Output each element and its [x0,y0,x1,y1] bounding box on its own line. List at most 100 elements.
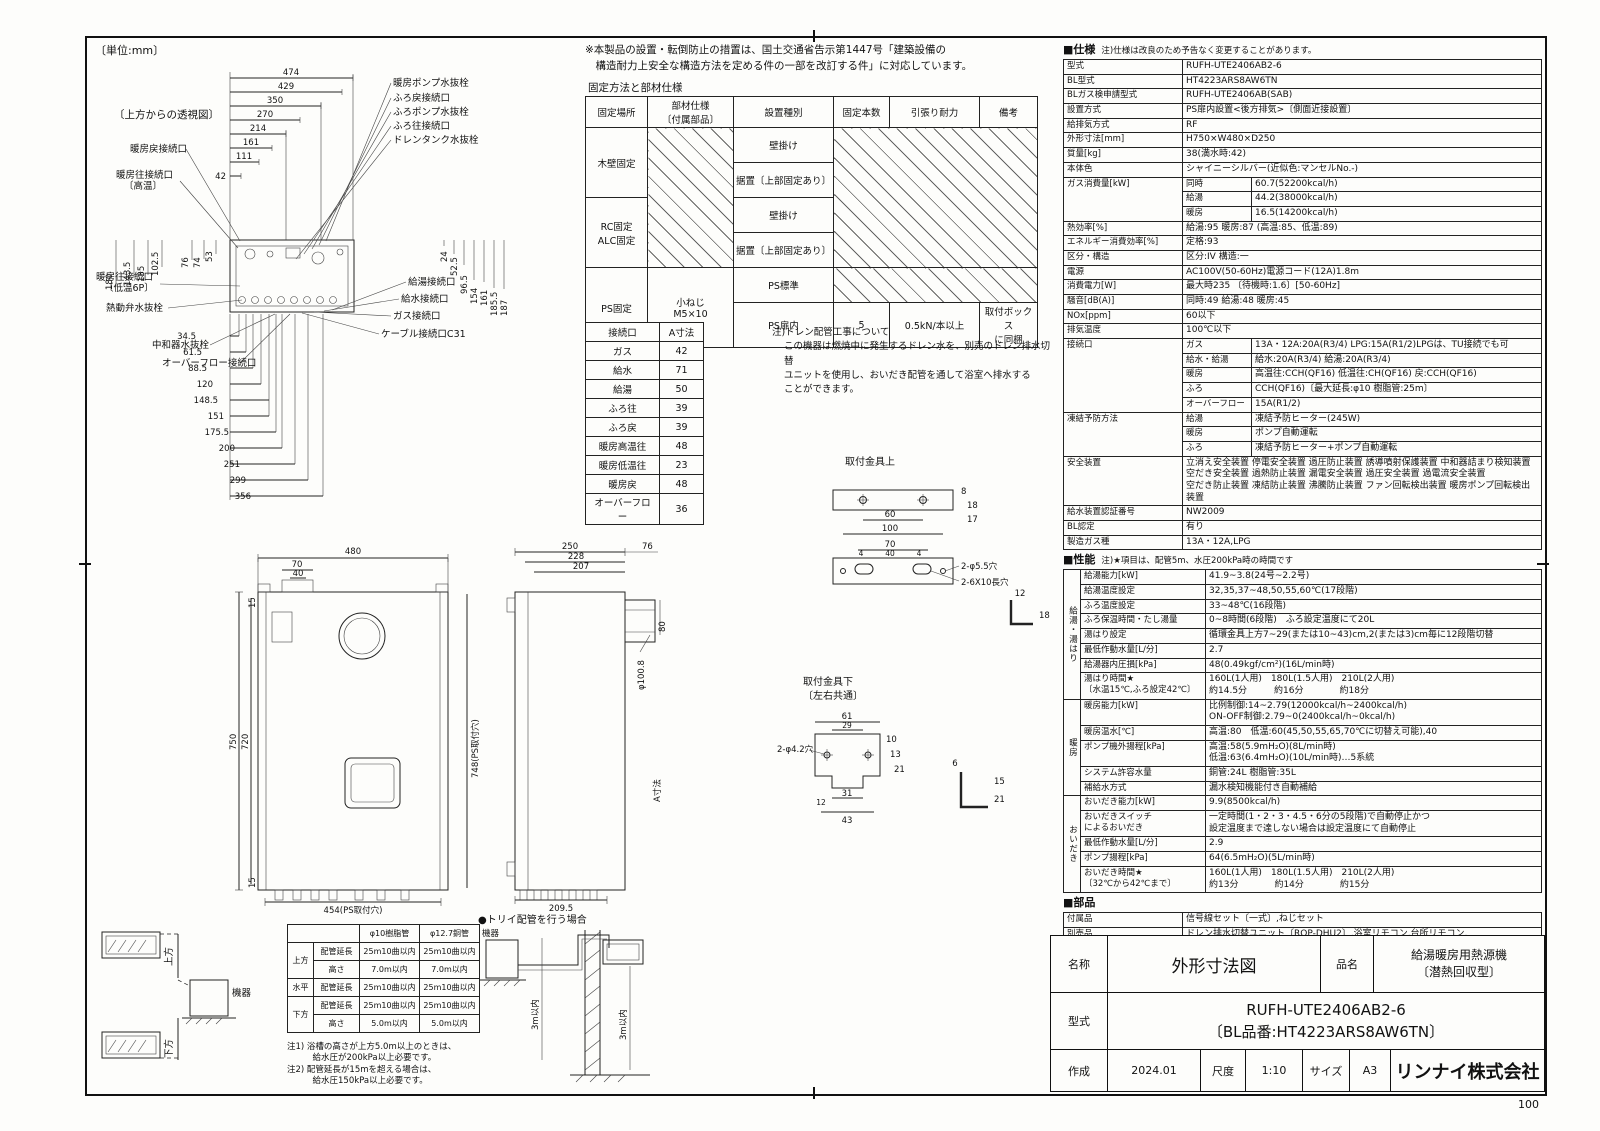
perf-row: 湯はり設定循環金具上方7~29(または10~43)cm,2(または3)cm毎に1… [1081,629,1541,644]
ports-cell: 71 [659,360,704,380]
perf-label: 給湯温度設定 [1081,585,1206,599]
table-row: PS固定 小ねじ M5×10 PS標準 [585,267,1038,348]
perf-label: ポンプ機外揚程[kPa] [1081,740,1206,766]
dim: 454(PS取付穴) [324,905,383,916]
dim: 175.5 [205,428,229,438]
dim: 270 [257,110,273,120]
drain-note-line: この機器は燃焼中に発生するドレン水を、別売のドレン排水切替 [784,341,1051,367]
spec-subvalue: ポンプ自動運転 [1255,428,1318,439]
perf-label: 湯はり時間★ 〔水温15℃,ふろ設定42℃〕 [1081,673,1206,699]
cell: 配管延長 [313,978,360,997]
ports-cell: 給湯 [585,379,660,399]
col-header: φ10樹脂管 [359,924,420,943]
sheet-frame [85,36,1547,1096]
title-block: 名称 外形寸法図 品名 給湯暖房用熱源機 〔潜熱回収型〕 型式 RUFH-UTE… [1050,935,1545,1092]
bracket-bottom-dimension-labels: 61 29 10 13 21 2-φ4.2穴 31 12 43 6 15 21 [777,712,1005,826]
spec-subvalue: 高温往:CCH(QF16) 低温往:CH(QF16) 戻:CCH(QF16) [1255,369,1477,380]
spec-value: 同時:49 給湯:48 暖房:45 [1186,296,1290,306]
port-label: ふろポンプ水抜栓 [393,106,469,118]
spec-sublabel: 同時 [1183,177,1252,192]
dim: 76 [181,257,191,268]
product-name: 給湯暖房用熱源機 〔潜熱回収型〕 [1410,948,1507,979]
ports-cell: 23 [659,455,704,475]
spec-subrow: 暖房高温往:CCH(QF16) 低温往:CH(QF16) 戻:CCH(QF16) [1183,368,1541,384]
dim: 720 [241,734,251,750]
dim: 429 [278,82,294,92]
perf-label: 暖房温水[℃] [1081,725,1206,740]
perf-row: おいだき能力[kW]9.9(8500kcal/h) [1081,796,1541,812]
dim: A寸法 [652,779,663,802]
spec-label: NOx[ppm] [1064,309,1183,324]
cell: 25m10曲以内 [419,996,480,1015]
dim: 40 [293,569,304,579]
spec-value: 給湯:95 暖房:87 (高温:85、低温:89) [1186,222,1338,233]
col-header: 固定場所 [585,96,648,128]
dim: 120 [197,380,213,390]
spec-label: 凍結予防方法 [1064,412,1183,456]
spec-label: エネルギー消費効率[%] [1064,236,1183,250]
port-label: 暖房ポンプ水抜栓 [393,77,469,89]
section-note: 注)仕様は改良のため予告なく変更することがあります。 [1101,46,1317,56]
spec-label: BLガス検申請型式 [1064,89,1183,104]
dim: 209.5 [549,904,573,914]
front-view-dimension-labels: 480 70 40 15 750 720 748(PS取付穴) 454(PS取付… [229,547,481,916]
section-note: 注)★項目は、配管5m、水圧200kPa時の時間です [1101,556,1294,567]
dim: 251 [224,460,240,470]
cell: 25m10曲以内 [419,942,480,961]
cell: 25m10曲以内 [359,996,420,1015]
top-view-leader-lines [159,82,407,364]
perf-group-rows: 暖房能力[kW]比例制御:14~2.79(12000kcal/h~2400kca… [1081,699,1541,796]
perf-value: 2.7 [1209,644,1224,655]
spec-row: 本体色シャイニーシルバー(近似色:マンセルNo.-) [1064,162,1541,178]
table-row: 木壁固定 壁掛け [585,127,1038,268]
table-row: 据置〔上部固定あり〕 [586,162,1038,198]
dim: 29 [842,721,852,730]
dim: 161 [243,138,259,148]
spec-value: 区分:IV 構造:一 [1186,251,1249,262]
dim: 480 [345,547,361,557]
name-label: 名称 [1051,936,1108,992]
spec-label: 電源 [1064,265,1183,280]
spec-label: 安全装置 [1064,456,1183,506]
dim: 214 [250,124,266,134]
dim: 228 [568,552,584,562]
perf-value: 一定時間(1・2・3・4.5・6分の5段階)で自動停止かつ 設定温度まで達しない… [1209,812,1430,834]
spec-label: ガス消費量[kW] [1064,177,1183,221]
dim: 102.5 [151,252,161,276]
title-block-row: 作成 2024.01 尺度 1:10 サイズ A3 リンナイ株式会社 [1051,1050,1544,1091]
perf-group-rows: おいだき能力[kW]9.9(8500kcal/h)おいだきスイッチ によるおいだ… [1081,796,1541,893]
fixing-table-title: 固定方法と部材仕様 [588,82,683,94]
spec-subvalue: 凍結予防ヒーター+ポンプ自動運転 [1255,442,1398,453]
perf-row: 補給水方式漏水検知機能付き自動補給 [1081,781,1541,796]
side-view-drawing: 250 228 207 76 80 φ100.8 209.5 A寸法 [506,542,668,914]
spec-value: RUFH-UTE2406AB2-6 [1186,61,1282,71]
title-block-row: 型式 RUFH-UTE2406AB2-6 〔BL品番:HT4223ARS8AW6… [1051,993,1544,1050]
spec-label: 製造ガス種 [1064,535,1183,550]
perf-row: 給湯能力[kW]41.9~3.8(24号~2.2号) [1081,570,1541,586]
col-header: 備考 [979,96,1038,128]
limit-label: 3m以内 [618,1009,629,1040]
piping-notes: 注1) 浴槽の高さが上方5.0m以上のときは、 給水圧が200kPa以上必要です… [287,1042,502,1088]
dim: 12 [816,798,826,807]
spec-value: H750×W480×D250 [1186,134,1276,145]
frame-tick-top [813,30,815,42]
dim: 135 [137,266,147,282]
front-view-drawing: 480 70 40 15 750 720 748(PS取付穴) 454(PS取付… [229,547,481,916]
dim: 250 [562,542,578,552]
cell: RC固定 ALC固定 [585,197,648,268]
perf-group-label: おいだき [1064,796,1081,893]
spec-sublabel: 暖房 [1183,427,1252,441]
col-header: 引張り耐力 [889,96,980,128]
perf-value: 2.9 [1209,838,1224,849]
table-header-row: 固定場所 部材仕様 〔付属部品〕 設置種別 固定本数 引張り耐力 備考 [585,96,1038,128]
cell: 25m10曲以内 [419,978,480,997]
